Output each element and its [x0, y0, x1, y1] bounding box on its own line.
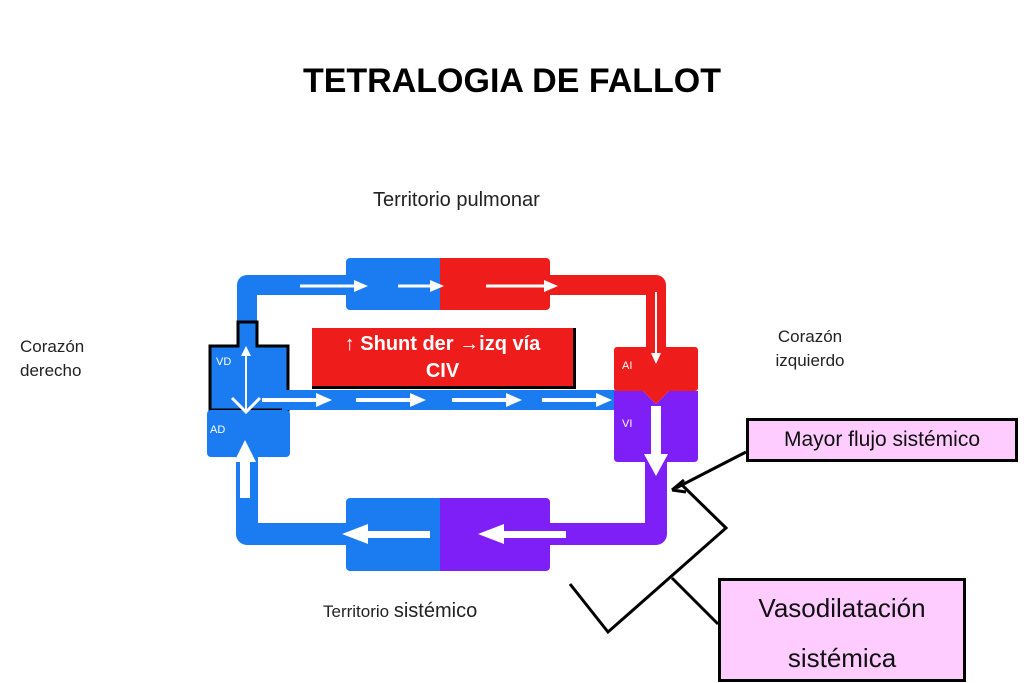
right-atrium	[207, 410, 290, 457]
shunt-line2: CIV	[425, 360, 460, 382]
ad-up-arrow	[234, 440, 256, 498]
vd-label: VD	[216, 356, 232, 368]
systemic-flow-arrows	[342, 524, 566, 544]
ad-label: AD	[210, 424, 226, 436]
shunt-flow-arrows	[262, 393, 612, 407]
systemic-territory-label: Territorio sistémico	[323, 600, 477, 623]
shunt-line1: ↑ Shunt der →izq vía	[344, 333, 541, 355]
page-title: TETRALOGIA DE FALLOT	[302, 62, 722, 100]
callout-vasodilatacion: Vasodilatación sistémica	[718, 578, 966, 682]
right-heart-label-line1: Corazón	[20, 337, 85, 356]
left-heart-label-line1: Corazón	[777, 327, 843, 346]
pulmonary-territory-label: Territorio pulmonar	[373, 189, 540, 211]
right-heart-label: Corazón derecho	[20, 335, 130, 383]
right-heart-label-line2: derecho	[20, 361, 82, 380]
systemic-tube-left	[236, 455, 350, 545]
vi-label: VI	[622, 418, 633, 430]
shunt-box: ↑ Shunt der →izq vía CIV	[312, 328, 576, 389]
ai-label: AI	[622, 360, 633, 372]
systemic-label-word: sistémico	[393, 600, 478, 622]
systemic-label-prefix: Territorio	[323, 602, 390, 621]
callout-vaso-line1: Vasodilatación	[758, 593, 926, 623]
left-heart-label: Corazón izquierdo	[750, 325, 870, 373]
left-atrium	[614, 347, 698, 391]
callout-mayor-flujo: Mayor flujo sistémico	[746, 418, 1018, 462]
callout-connectors	[568, 450, 747, 635]
pulmonary-block-blue	[346, 258, 446, 310]
callout-vaso-line2: sistémica	[787, 643, 897, 673]
pulmonary-flow-arrows	[300, 280, 661, 364]
systemic-tube-right	[548, 458, 667, 545]
lv-down-arrow	[644, 406, 668, 476]
left-heart-label-line2: izquierdo	[775, 351, 845, 370]
pulmonary-block-red	[446, 258, 550, 310]
